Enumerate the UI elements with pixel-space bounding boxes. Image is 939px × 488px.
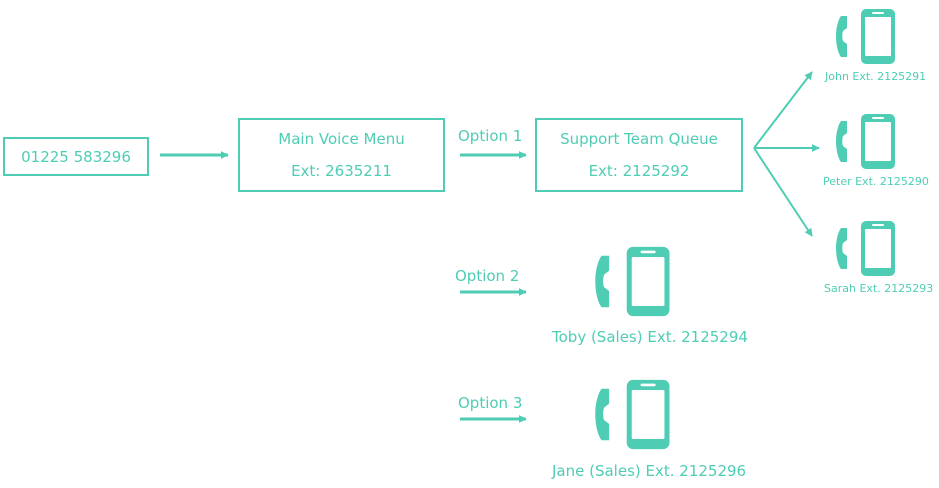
phone-icon — [836, 9, 895, 64]
main-voice-menu-ext: Ext: 2635211 — [291, 162, 392, 180]
agent-peter-label: Peter Ext. 2125290 — [823, 175, 929, 188]
phone-number-box: 01225 583296 — [3, 137, 149, 176]
arrow-queue-to-john — [753, 71, 813, 149]
option-1-label: Option 1 — [458, 127, 523, 145]
support-team-queue-title: Support Team Queue — [560, 130, 718, 148]
main-voice-menu-title: Main Voice Menu — [278, 130, 405, 148]
agent-sarah-label: Sarah Ext. 2125293 — [824, 282, 934, 295]
arrow-queue-to-sarah — [753, 147, 813, 237]
agent-john-label: John Ext. 2125291 — [825, 70, 927, 83]
option-3-label: Option 3 — [458, 394, 523, 412]
phone-icon — [595, 246, 670, 317]
support-team-queue-ext: Ext: 2125292 — [588, 162, 690, 180]
phone-icon — [836, 221, 895, 276]
phone-icon — [836, 114, 895, 169]
option-2-label: Option 2 — [455, 267, 520, 285]
agent-toby-label: Toby (Sales) Ext. 2125294 — [552, 328, 748, 346]
agent-jane-label: Jane (Sales) Ext. 2125296 — [552, 462, 747, 480]
phone-number-label: 01225 583296 — [21, 147, 131, 166]
phone-icon — [595, 379, 670, 450]
support-team-queue-box: Support Team Queue Ext: 2125292 — [535, 118, 743, 192]
main-voice-menu-box: Main Voice Menu Ext: 2635211 — [238, 118, 445, 192]
